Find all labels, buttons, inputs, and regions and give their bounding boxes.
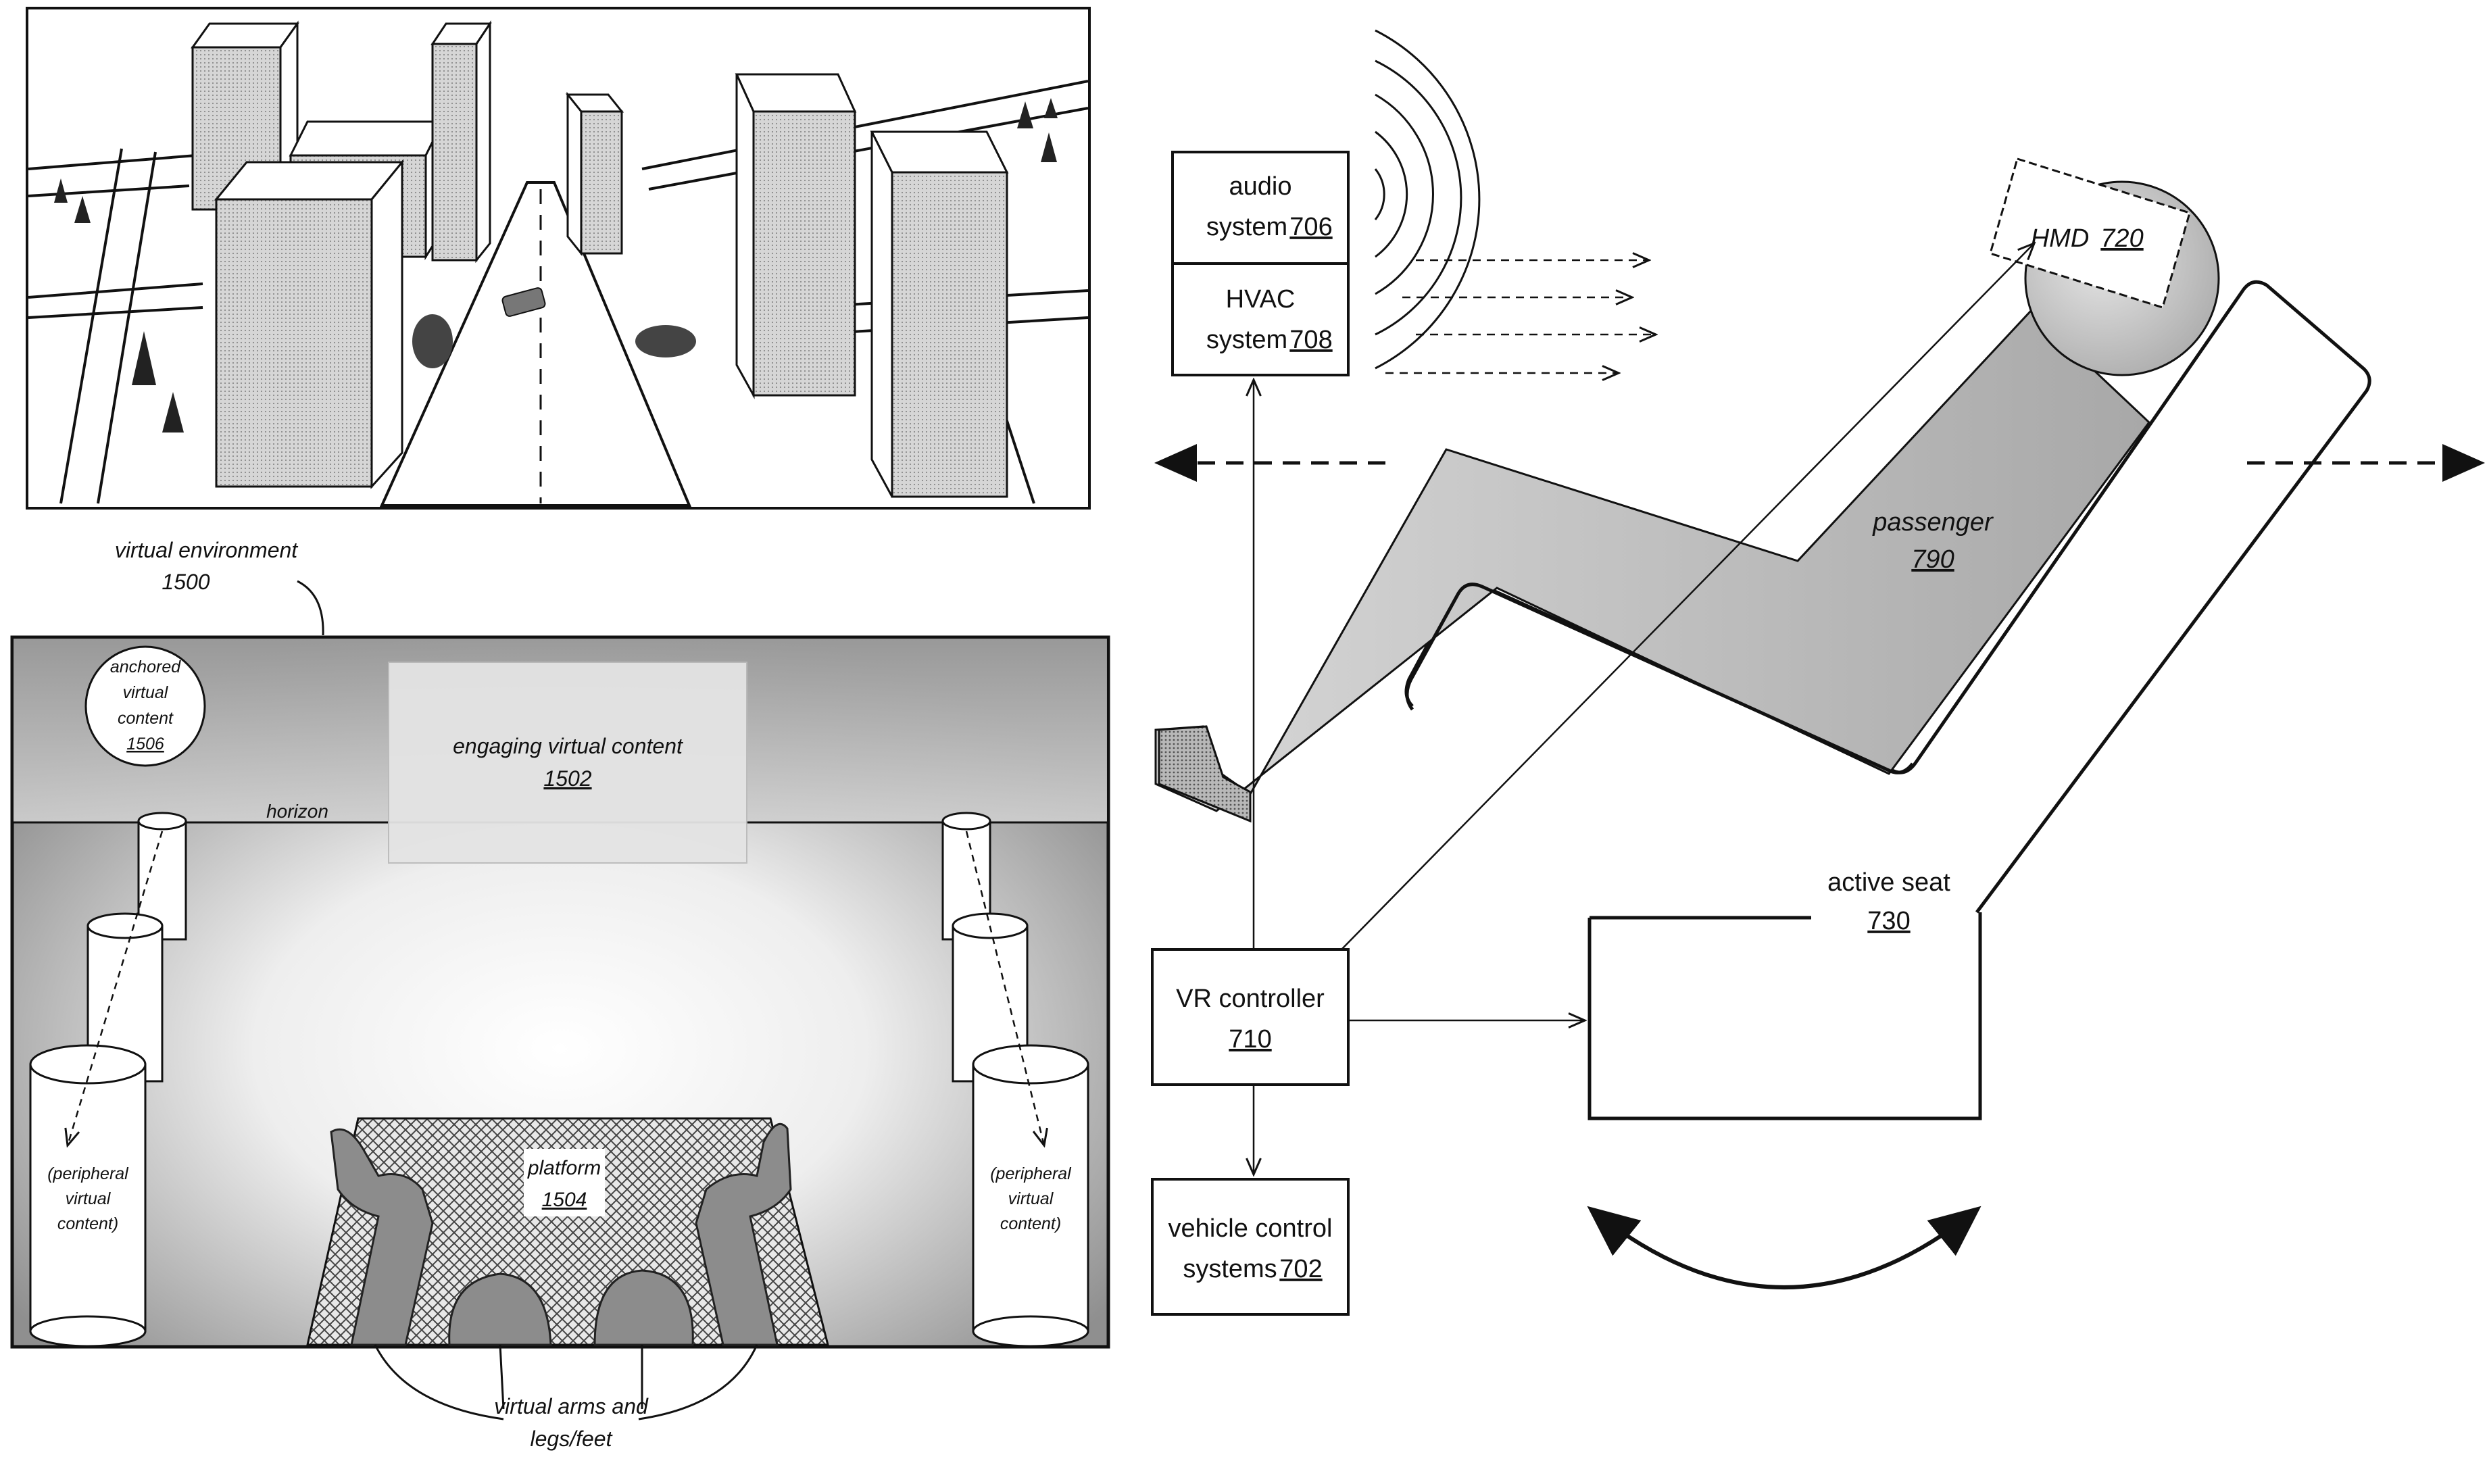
vehicle-system-diagram: audio system 706 HVAC system 708 xyxy=(1151,29,2485,1316)
peripheral-right-line1: (peripheral xyxy=(990,1164,1072,1183)
virtual-environment-leader xyxy=(297,580,324,636)
peripheral-left-line3: content) xyxy=(57,1214,118,1233)
peripheral-right-line2: virtual xyxy=(1008,1189,1054,1208)
audio-system-box xyxy=(1171,151,1350,265)
anchored-line1: anchored xyxy=(110,658,181,676)
hvac-number: 708 xyxy=(1289,326,1332,354)
hvac-line2: system xyxy=(1206,326,1287,354)
audio-line1: audio xyxy=(1229,172,1292,201)
vr-controller-number: 710 xyxy=(1229,1025,1271,1054)
rotation-arrow xyxy=(1587,1206,1981,1289)
anchored-line2: virtual xyxy=(123,683,169,702)
engaging-content-label: engaging virtual content xyxy=(453,734,683,758)
peripheral-left-line2: virtual xyxy=(66,1189,112,1208)
hmd-number: 720 xyxy=(2100,224,2143,253)
virtual-environment-label: virtual environment xyxy=(115,538,298,562)
passenger-label: passenger xyxy=(1872,508,1994,537)
hvac-line1: HVAC xyxy=(1226,285,1296,314)
vehicle-control-number: 702 xyxy=(1279,1255,1322,1283)
audio-line2: system xyxy=(1206,213,1287,241)
vr-controller-label: VR controller xyxy=(1176,985,1325,1013)
sound-waves xyxy=(1374,29,1481,370)
city-scene xyxy=(26,7,1091,510)
platform-label: platform xyxy=(527,1157,601,1179)
active-seat-number: 730 xyxy=(1867,907,1910,935)
peripheral-right-cylinders xyxy=(941,812,1089,1347)
virtual-environment-panel: virtual environment 1500 horizon anchore… xyxy=(10,538,1110,1451)
platform-surface xyxy=(306,1117,829,1346)
hmd-label: HMD xyxy=(2031,224,2090,253)
virtual-arms-line1: virtual arms and xyxy=(494,1394,649,1418)
virtual-environment-number: 1500 xyxy=(162,570,210,594)
passenger-body xyxy=(1154,309,2150,812)
virtual-arms-line2: legs/feet xyxy=(531,1427,613,1451)
virtual-arms-and-legs xyxy=(330,1122,792,1346)
vehicle-control-box xyxy=(1151,1178,1350,1316)
anchored-content-circle xyxy=(84,645,206,767)
horizon-label: horizon xyxy=(266,801,328,822)
vehicle-control-line2: systems xyxy=(1183,1255,1277,1283)
engaging-content-number: 1502 xyxy=(543,766,591,791)
platform-label-bg xyxy=(524,1149,605,1216)
peripheral-left-line1: (peripheral xyxy=(47,1164,129,1183)
anchored-line3: content xyxy=(118,709,174,728)
peripheral-right-line3: content) xyxy=(1000,1214,1061,1233)
anchored-number: 1506 xyxy=(126,735,164,753)
engaging-content-panel xyxy=(388,662,747,864)
passenger-number: 790 xyxy=(1911,545,1954,574)
vehicle-control-line1: vehicle control xyxy=(1168,1214,1333,1243)
hvac-system-box xyxy=(1171,262,1350,376)
airflow-arrows xyxy=(1385,260,1656,373)
connection-lines xyxy=(1254,243,2034,1174)
peripheral-left-cylinders xyxy=(29,812,187,1347)
hmd-outline xyxy=(1989,157,2191,309)
vr-controller-box xyxy=(1151,948,1350,1086)
audio-number: 706 xyxy=(1289,213,1332,241)
platform-number: 1504 xyxy=(542,1189,587,1211)
active-seat-label: active seat xyxy=(1827,868,1950,897)
passenger-feet xyxy=(1158,725,1252,823)
